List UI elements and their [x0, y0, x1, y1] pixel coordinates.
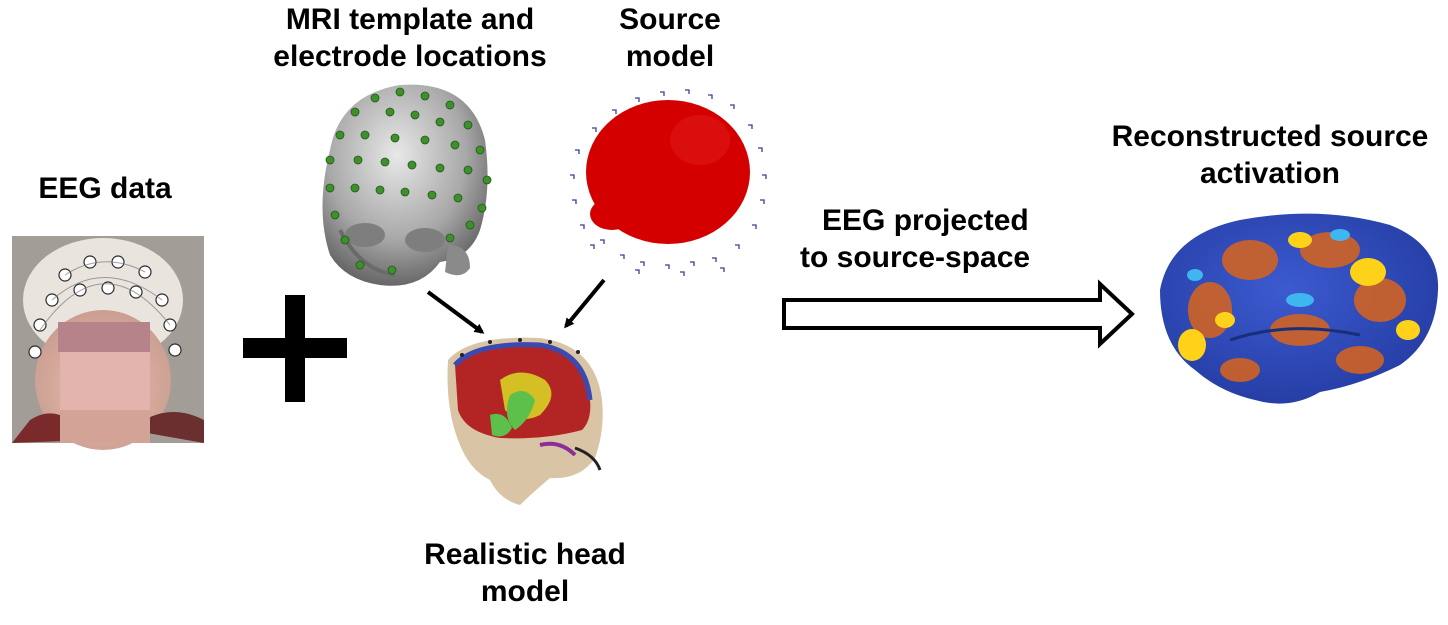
brain-activation-map [1160, 213, 1439, 404]
realistic-head-label-line1: Realistic head [424, 538, 626, 571]
eeg-data-label: EEG data [30, 170, 180, 207]
source-model-label-line1: Source [619, 3, 721, 36]
infant-eeg-cap-photo [12, 236, 204, 450]
arrow-mri-to-head-model [426, 290, 485, 334]
source-model-point-cloud [570, 89, 767, 276]
source-model-label-line2: model [625, 40, 715, 73]
arrow-source-to-head-model [564, 278, 606, 329]
projection-arrow [782, 279, 1135, 349]
eeg-projected-label-line1: EEG projected [822, 204, 1029, 237]
eeg-projected-label-line2: to source-space [800, 241, 1031, 274]
mri-template-label-line1: MRI template and [285, 3, 535, 36]
reconstructed-label: Reconstructed source activation [1100, 118, 1440, 192]
plus-symbol [243, 295, 347, 402]
realistic-head-label-line2: model [480, 575, 570, 608]
mri-template-label-line2: electrode locations [273, 40, 547, 73]
mri-template-label: MRI template and electrode locations [255, 1, 565, 75]
mri-head-with-electrodes [322, 84, 492, 286]
reconstructed-label-line1: Reconstructed source [1111, 120, 1429, 153]
realistic-head-model-sagittal [447, 337, 603, 505]
source-model-label: Source model [600, 1, 740, 75]
reconstructed-label-line2: activation [1199, 157, 1341, 190]
realistic-head-label: Realistic head model [405, 536, 645, 610]
eeg-data-label-line1: EEG data [38, 172, 172, 205]
eeg-projected-label: EEG projected to source-space [800, 202, 1070, 276]
